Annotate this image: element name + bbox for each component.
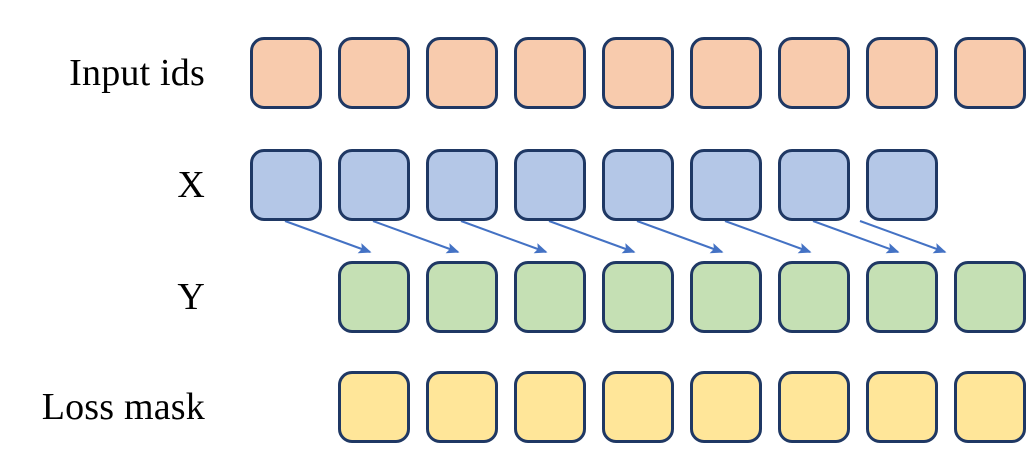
row-x: X	[0, 149, 1030, 221]
cell-x-4	[514, 149, 586, 221]
row-label-loss-mask: Loss mask	[41, 386, 205, 428]
cell-loss-mask-7	[866, 371, 938, 443]
row-label-slot-x: X	[0, 149, 205, 221]
shift-arrow-2	[372, 220, 460, 254]
cell-input-ids-6	[690, 37, 762, 109]
row-input-ids: Input ids	[0, 37, 1030, 109]
row-label-slot-y: Y	[0, 261, 205, 333]
cell-y-8	[954, 261, 1026, 333]
cell-loss-mask-4	[602, 371, 674, 443]
cell-loss-mask-3	[514, 371, 586, 443]
cell-x-2	[338, 149, 410, 221]
cell-x-6	[690, 149, 762, 221]
cell-input-ids-7	[778, 37, 850, 109]
cell-x-8	[866, 149, 938, 221]
row-loss-mask: Loss mask	[0, 371, 1030, 443]
row-label-y: Y	[177, 276, 205, 318]
cell-loss-mask-5	[690, 371, 762, 443]
shift-arrow-5	[636, 220, 724, 254]
cell-x-7	[778, 149, 850, 221]
cell-input-ids-1	[250, 37, 322, 109]
cell-input-ids-4	[514, 37, 586, 109]
cell-loss-mask-1	[338, 371, 410, 443]
shift-arrow-6	[724, 220, 812, 254]
cell-y-5	[690, 261, 762, 333]
cell-input-ids-5	[602, 37, 674, 109]
row-label-slot-input-ids: Input ids	[0, 37, 205, 109]
cell-x-3	[426, 149, 498, 221]
cell-y-2	[426, 261, 498, 333]
row-label-x: X	[177, 164, 205, 206]
cell-x-1	[250, 149, 322, 221]
cell-input-ids-9	[954, 37, 1026, 109]
cell-input-ids-3	[426, 37, 498, 109]
cell-y-7	[866, 261, 938, 333]
cell-loss-mask-8	[954, 371, 1026, 443]
cell-loss-mask-2	[426, 371, 498, 443]
cell-input-ids-8	[866, 37, 938, 109]
cell-y-3	[514, 261, 586, 333]
shift-arrow-3	[460, 220, 548, 254]
cell-x-5	[602, 149, 674, 221]
shift-arrow-4	[548, 220, 636, 254]
shift-arrow-8	[859, 220, 947, 254]
shift-arrow-7	[812, 220, 900, 254]
row-y: Y	[0, 261, 1030, 333]
row-label-input-ids: Input ids	[69, 52, 205, 94]
cell-y-6	[778, 261, 850, 333]
shift-arrow-1	[284, 220, 372, 254]
cell-y-4	[602, 261, 674, 333]
row-label-slot-loss-mask: Loss mask	[0, 371, 205, 443]
cell-y-1	[338, 261, 410, 333]
cell-input-ids-2	[338, 37, 410, 109]
cell-loss-mask-6	[778, 371, 850, 443]
